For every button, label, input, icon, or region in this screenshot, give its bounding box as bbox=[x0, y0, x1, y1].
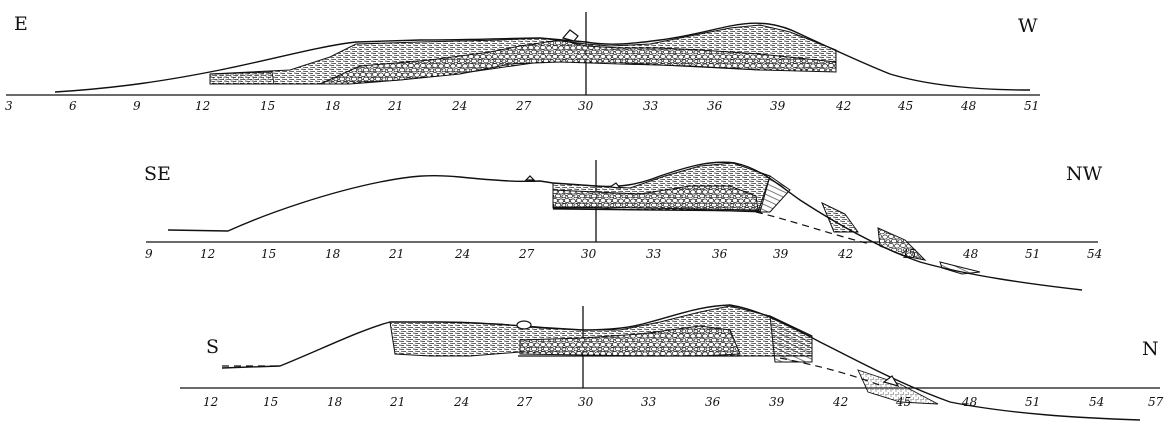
section-sn-tick-label: 36 bbox=[705, 395, 721, 409]
section-sn-tick-label: 24 bbox=[453, 395, 469, 409]
section-ew-tick-label: 33 bbox=[643, 99, 659, 113]
section-sn-tick-label: 33 bbox=[641, 395, 657, 409]
section-ew-tick-label: 30 bbox=[578, 99, 594, 113]
section-sn-tick-label: 51 bbox=[1025, 395, 1040, 409]
section-senw-boulder bbox=[524, 175, 536, 181]
section-senw-tick-label: 45 bbox=[900, 247, 916, 261]
section-sn-tick-label: 48 bbox=[961, 395, 978, 409]
section-ew-tick-label: 45 bbox=[897, 99, 913, 113]
section-sn-tick-label: 15 bbox=[263, 395, 278, 409]
section-senw-cut-1 bbox=[821, 201, 859, 233]
section-ew-profile bbox=[54, 22, 1031, 93]
section-senw-tick-label: 21 bbox=[388, 247, 404, 261]
section-ew-stipple-layer bbox=[209, 71, 275, 85]
section-senw-tick-label: 27 bbox=[518, 247, 535, 261]
section-senw-tick-label: 12 bbox=[200, 247, 215, 261]
section-sn-subsoil-line bbox=[779, 357, 883, 387]
section-senw-tick-label: 39 bbox=[773, 247, 789, 261]
section-sn-ticks: 12 15 18 21 24 27 30 33 36 39 42 45 48 5… bbox=[203, 395, 1164, 409]
section-ew-right-label: W bbox=[1018, 15, 1038, 37]
section-senw-stone-core bbox=[552, 185, 759, 211]
section-senw-tick-label: 9 bbox=[145, 247, 153, 261]
section-ew-tick-label: 21 bbox=[387, 99, 403, 113]
section-senw-tick-label: 33 bbox=[646, 247, 662, 261]
section-ew-tick-label: 15 bbox=[260, 99, 275, 113]
section-senw-tick-label: 48 bbox=[962, 247, 979, 261]
section-east-west: E W 3 6 9 12 15 18 21 24 27 30 33 36 39 … bbox=[5, 12, 1040, 113]
section-ew-tick-label: 6 bbox=[69, 99, 77, 113]
section-senw-tick-label: 30 bbox=[581, 247, 597, 261]
section-sn-tick-label: 54 bbox=[1089, 395, 1104, 409]
section-south-north: S N 12 15 18 21 24 27 30 33 36 39 42 45 … bbox=[180, 304, 1164, 421]
section-sn-tick-label: 21 bbox=[389, 395, 405, 409]
section-sn-tick-label: 18 bbox=[327, 395, 343, 409]
section-sn-tick-label: 27 bbox=[516, 395, 533, 409]
section-senw-cut-3 bbox=[939, 261, 981, 275]
section-senw-tick-label: 15 bbox=[261, 247, 276, 261]
section-sn-left-label: S bbox=[206, 336, 219, 358]
section-ew-tick-label: 24 bbox=[451, 99, 467, 113]
section-ew-tick-label: 27 bbox=[515, 99, 532, 113]
section-sn-boulder bbox=[516, 320, 532, 330]
section-senw-tick-label: 36 bbox=[712, 247, 728, 261]
section-ew-tick-label: 42 bbox=[835, 99, 851, 113]
section-ew-tick-label: 36 bbox=[707, 99, 723, 113]
section-senw-tick-label: 24 bbox=[454, 247, 470, 261]
section-ew-tick-label: 48 bbox=[960, 99, 977, 113]
section-senw-tick-label: 42 bbox=[837, 247, 853, 261]
section-sn-tick-label: 57 bbox=[1148, 395, 1164, 409]
section-ew-tick-label: 3 bbox=[5, 99, 13, 113]
section-southeast-northwest: SE NW 9 12 15 18 21 24 27 30 33 36 39 42… bbox=[144, 160, 1103, 291]
section-ew-stone-core bbox=[319, 39, 837, 85]
section-senw-slope-deposit bbox=[757, 175, 791, 213]
section-sn-boulder bbox=[882, 375, 900, 387]
section-sn-tick-label: 39 bbox=[769, 395, 785, 409]
section-ew-left-label: E bbox=[14, 13, 28, 35]
section-ew-tick-label: 9 bbox=[133, 99, 141, 113]
section-senw-right-label: NW bbox=[1066, 163, 1103, 185]
section-senw-boulder bbox=[608, 182, 622, 189]
section-senw-cut-2 bbox=[877, 227, 927, 261]
section-sn-stone-core bbox=[519, 325, 741, 357]
section-ew-ticks: 3 6 9 12 15 18 21 24 27 30 33 36 39 42 4… bbox=[5, 99, 1039, 113]
section-sn-tick-label: 45 bbox=[895, 395, 911, 409]
section-sn-tick-label: 30 bbox=[578, 395, 594, 409]
section-senw-profile bbox=[167, 161, 1083, 291]
section-ew-tick-label: 39 bbox=[770, 99, 786, 113]
section-sn-slope-deposit bbox=[769, 315, 813, 363]
section-ew-tick-label: 51 bbox=[1024, 99, 1039, 113]
section-sn-right-label: N bbox=[1142, 338, 1159, 360]
section-ew-tick-label: 12 bbox=[195, 99, 210, 113]
section-ew-boulder bbox=[561, 29, 579, 42]
section-ew-tick-label: 18 bbox=[325, 99, 341, 113]
section-senw-ticks: 9 12 15 18 21 24 27 30 33 36 39 42 45 48… bbox=[145, 247, 1102, 261]
section-senw-tick-label: 51 bbox=[1025, 247, 1040, 261]
section-senw-left-label: SE bbox=[144, 163, 171, 185]
section-senw-tick-label: 54 bbox=[1087, 247, 1102, 261]
section-sn-tick-label: 12 bbox=[203, 395, 218, 409]
section-senw-tick-label: 18 bbox=[325, 247, 341, 261]
section-sn-tick-label: 42 bbox=[832, 395, 848, 409]
section-senw-base-line bbox=[552, 208, 761, 212]
section-sn-profile bbox=[221, 304, 1141, 421]
